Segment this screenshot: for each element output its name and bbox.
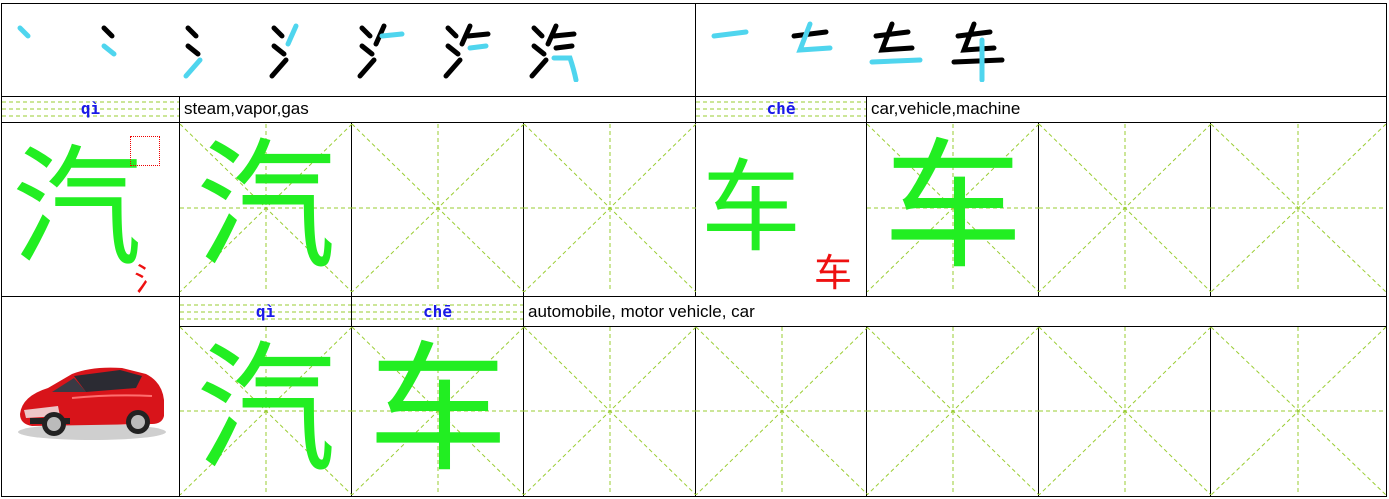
radical-hanzi: 车 — [814, 251, 853, 295]
divider — [866, 96, 867, 122]
meaning-che: car,vehicle,machine — [871, 99, 1021, 118]
trace-hanzi: 车 — [882, 126, 1023, 289]
stroke-step-3 — [868, 14, 928, 82]
practice-cell[interactable]: 车 — [352, 327, 524, 495]
practice-cell[interactable] — [352, 124, 524, 292]
divider — [1, 96, 1387, 97]
stroke-step-1 — [706, 14, 766, 82]
stroke-step-6 — [436, 14, 496, 82]
pinyin-label: qì — [255, 302, 276, 321]
divider — [351, 122, 352, 296]
trace-hanzi: 汽 — [195, 329, 336, 492]
divider — [1038, 122, 1039, 296]
stroke-step-4 — [262, 14, 322, 82]
pinyin-label: chē — [423, 302, 452, 321]
divider — [351, 296, 352, 496]
stroke-step-5 — [350, 14, 410, 82]
practice-cell[interactable]: 汽 — [180, 327, 352, 495]
divider — [523, 122, 524, 296]
stroke-step-2 — [92, 14, 152, 82]
model-hanzi: 车 — [701, 149, 801, 266]
pinyin-label: qì — [80, 99, 101, 118]
meaning-qi: steam,vapor,gas — [184, 99, 309, 118]
divider — [1, 122, 1387, 123]
practice-cell[interactable]: 车 — [867, 124, 1039, 292]
practice-cell[interactable] — [524, 327, 696, 495]
trace-hanzi: 汽 — [195, 126, 336, 289]
practice-cell[interactable]: 汽 — [180, 124, 352, 292]
stroke-step-2 — [786, 14, 846, 82]
practice-cell[interactable] — [696, 327, 868, 495]
stroke-step-7 — [522, 14, 582, 83]
practice-cell[interactable] — [1039, 124, 1211, 292]
word-meaning: automobile, motor vehicle, car — [528, 302, 755, 321]
practice-cell[interactable] — [1211, 124, 1386, 292]
divider — [695, 3, 696, 296]
stroke-step-1 — [8, 14, 68, 82]
stroke-step-4 — [950, 14, 1010, 83]
divider — [866, 122, 867, 296]
word-pinyin-box-2: chē — [352, 300, 523, 324]
practice-cell[interactable] — [1039, 327, 1211, 495]
word-pinyin-box-1: qì — [180, 300, 351, 324]
radical-hanzi: 氵 — [134, 260, 167, 298]
divider — [179, 326, 1387, 327]
pinyin-label: chē — [766, 99, 796, 118]
sheet-border — [1, 3, 1387, 497]
divider — [179, 96, 180, 122]
model-cell-qi: 汽 氵 — [2, 124, 179, 298]
practice-cell[interactable] — [867, 327, 1039, 495]
stroke-step-3 — [176, 14, 236, 82]
model-hanzi: 汽 — [11, 132, 142, 284]
pinyin-box-che: chē — [696, 97, 866, 121]
trace-hanzi: 车 — [367, 329, 508, 492]
pinyin-box-qi: qì — [2, 97, 179, 121]
practice-cell[interactable] — [1211, 327, 1386, 495]
divider — [179, 122, 180, 496]
divider — [1210, 122, 1211, 296]
divider — [523, 296, 524, 496]
divider — [1, 296, 1387, 297]
practice-cell[interactable] — [524, 124, 696, 292]
radical-box — [130, 136, 160, 166]
car-image — [12, 344, 172, 444]
model-cell-che: 车 车 — [696, 124, 866, 295]
